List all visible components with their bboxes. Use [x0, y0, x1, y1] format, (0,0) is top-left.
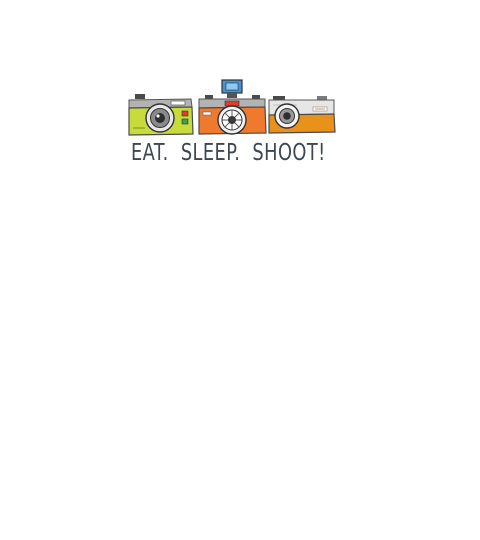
cameras-illustration: [128, 79, 336, 136]
slogan-word-shoot: SHOOT!: [252, 140, 326, 166]
eat-sleep-shoot-artwork: EAT. SLEEP. SHOOT!: [127, 78, 337, 170]
orange-camera-icon: [198, 79, 267, 135]
amber-camera-icon: [268, 96, 336, 134]
slogan-word-sleep: SLEEP.: [180, 140, 241, 166]
slogan-text: EAT. SLEEP. SHOOT!: [131, 138, 325, 168]
slogan-word-eat: EAT.: [131, 140, 169, 166]
green-camera-icon: [128, 94, 194, 136]
